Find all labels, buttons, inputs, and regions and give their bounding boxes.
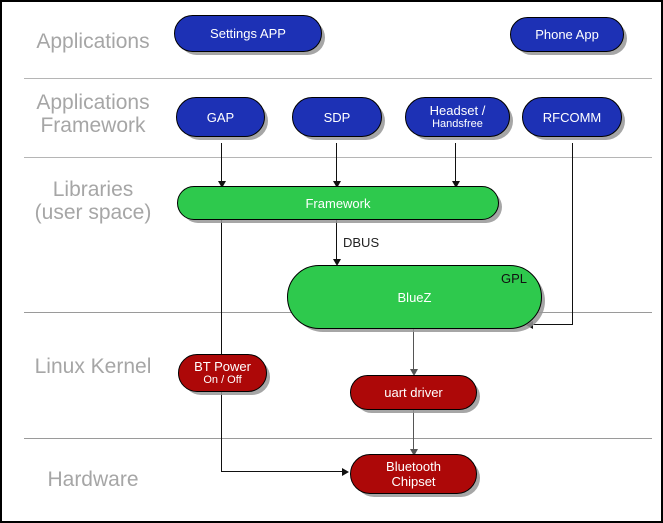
arrowhead-sdp-to-framework	[333, 181, 341, 188]
node-bt-power-sublabel: On / Off	[203, 374, 242, 386]
node-bluez-license-tag: GPL	[500, 271, 527, 286]
band-label-applications-framework: Applications Framework	[36, 91, 150, 137]
node-gap-label: GAP	[206, 109, 235, 125]
node-rfcomm[interactable]: RFCOMM	[522, 97, 622, 137]
connector-headset-to-framework	[455, 143, 456, 185]
node-framework-label: Framework	[305, 195, 371, 211]
edge-label-dbus: DBUS	[343, 235, 380, 250]
node-phone-app[interactable]: Phone App	[510, 17, 624, 52]
arrowhead-uart-to-chipset	[410, 449, 418, 456]
arrowhead-bluez-to-uart	[410, 369, 418, 376]
node-phone-app-label: Phone App	[535, 27, 599, 42]
node-bt-power-label: BT Power	[194, 359, 251, 374]
arrowhead-framework-to-bluez	[333, 259, 341, 266]
connector-gap-to-chipset-vertical	[221, 143, 222, 472]
divider-applications-framework	[24, 157, 652, 158]
band-label-libraries: Libraries (user space)	[34, 178, 152, 224]
node-bluetooth-chipset[interactable]: Bluetooth Chipset	[350, 454, 477, 494]
connector-framework-to-bluez	[336, 220, 337, 263]
arrowhead-headset-to-framework	[452, 181, 460, 188]
arrowhead-gap-to-framework	[218, 181, 226, 188]
node-framework[interactable]: Framework	[177, 186, 499, 220]
node-handsfree-sublabel: Handsfree	[432, 118, 483, 130]
connector-rfcomm-vertical	[572, 143, 573, 325]
node-bt-power[interactable]: BT Power On / Off	[178, 354, 267, 392]
node-settings-app[interactable]: Settings APP	[174, 15, 322, 52]
node-bluetooth-chipset-sublabel: Chipset	[391, 474, 436, 489]
node-sdp[interactable]: SDP	[292, 97, 382, 137]
connector-bluez-to-uart	[413, 329, 414, 373]
divider-linux-kernel	[24, 438, 652, 439]
node-uart-driver-label: uart driver	[384, 385, 443, 400]
node-headset-handsfree[interactable]: Headset / Handsfree	[405, 97, 510, 137]
connector-sdp-to-framework	[336, 143, 337, 185]
band-label-applications: Applications	[36, 30, 150, 53]
node-bluez[interactable]: GPL BlueZ	[287, 265, 542, 329]
arrowhead-into-chipset-left	[342, 468, 349, 476]
connector-gap-to-chipset-horizontal	[221, 471, 344, 472]
node-gap[interactable]: GAP	[176, 97, 265, 137]
node-headset-label: Headset /	[429, 103, 486, 118]
connector-rfcomm-to-bluez-horizontal	[530, 324, 573, 325]
node-uart-driver[interactable]: uart driver	[350, 375, 477, 410]
divider-applications	[24, 78, 652, 79]
node-bluez-label: BlueZ	[397, 289, 432, 305]
connector-uart-to-chipset	[413, 410, 414, 453]
node-settings-app-label: Settings APP	[210, 26, 286, 41]
band-label-linux-kernel: Linux Kernel	[34, 355, 152, 378]
band-label-hardware: Hardware	[47, 468, 139, 491]
node-bluetooth-chipset-label: Bluetooth	[386, 459, 441, 474]
arrowhead-rfcomm-into-bluez	[526, 321, 533, 329]
node-rfcomm-label: RFCOMM	[542, 109, 602, 125]
node-sdp-label: SDP	[323, 109, 351, 125]
